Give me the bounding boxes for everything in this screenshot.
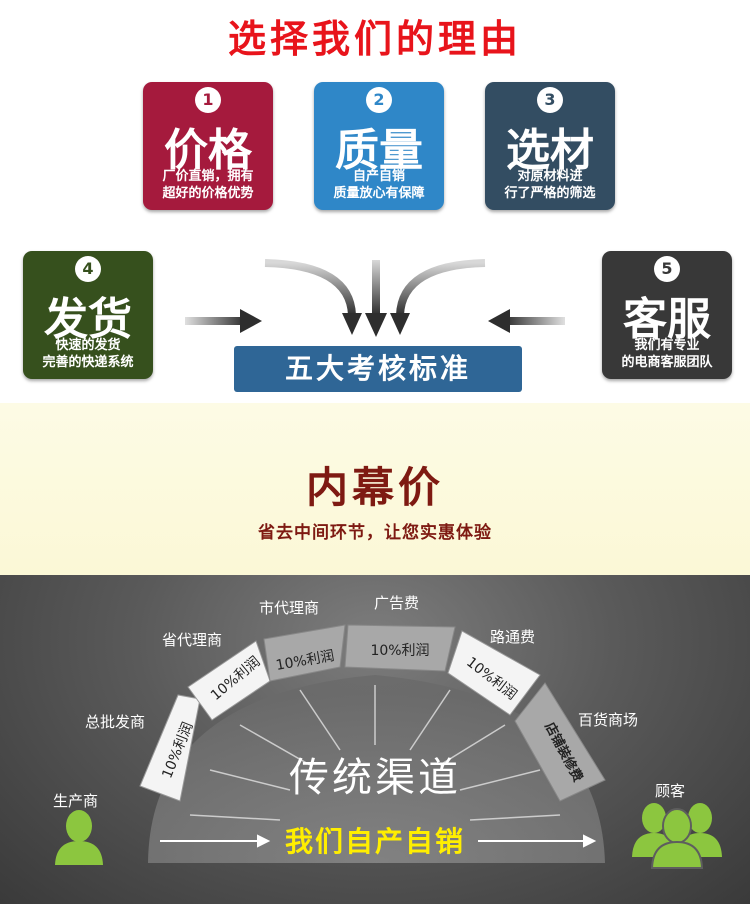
provincial-agent-label: 省代理商 [162, 631, 223, 649]
card-text: 厂价直销，拥有 [162, 169, 254, 184]
insider-price-section [0, 403, 750, 575]
customer-label: 顾客 [655, 782, 686, 800]
reason-card-price: 1 价格 厂价直销，拥有 超好的价格优势 [143, 82, 273, 210]
card-heading: 选材 [506, 125, 594, 176]
segment-label: 10%利润 [370, 643, 430, 659]
insider-price-title: 内幕价 [305, 463, 444, 512]
card-heading: 客服 [623, 294, 711, 345]
reason-card-material: 3 选材 对原材料进 行了严格的筛选 [485, 82, 615, 210]
card-text: 快速的发货 [55, 338, 121, 353]
card-text: 超好的价格优势 [162, 186, 254, 201]
wholesaler-label: 总批发商 [85, 713, 146, 731]
page-title: 选择我们的理由 [227, 17, 522, 61]
arch-segment [514, 682, 606, 802]
arch-segment [447, 630, 541, 716]
card-heading: 价格 [164, 125, 252, 176]
insider-price-subtitle: 省去中间环节，让您实惠体验 [258, 523, 492, 543]
card-heading: 发货 [44, 294, 132, 345]
arch-segment [263, 624, 346, 682]
card-text: 自产自销 [352, 169, 405, 184]
card-text: 完善的快递系统 [42, 355, 134, 370]
card-text: 行了严格的筛选 [504, 186, 596, 201]
number-badge: 5 [654, 256, 680, 282]
ad-cost-label: 广告费 [374, 594, 420, 612]
customers-group-icon [632, 803, 722, 869]
card-text: 我们有专业 [634, 338, 700, 353]
card-text: 质量放心有保障 [333, 186, 425, 201]
number-badge: 2 [366, 87, 392, 113]
reason-card-quality: 2 质量 自产自销 质量放心有保障 [314, 82, 444, 210]
channel-arch-graphic [55, 624, 722, 869]
reason-card-shipping: 4 发货 快速的发货 完善的快递系统 [23, 251, 153, 379]
card-text: 的电商客服团队 [621, 355, 713, 370]
department-store-label: 百货商场 [578, 711, 639, 729]
number-badge: 3 [537, 87, 563, 113]
five-standards-banner: 五大考核标准 [234, 346, 522, 392]
traditional-channel-text: 传统渠道 [289, 755, 461, 801]
producer-label: 生产商 [53, 792, 99, 810]
self-produce-text: 我们自产自销 [284, 825, 465, 858]
reason-card-service: 5 客服 我们有专业 的电商客服团队 [602, 251, 732, 379]
city-agent-label: 市代理商 [259, 599, 320, 617]
number-badge: 4 [75, 256, 101, 282]
card-heading: 质量 [335, 125, 423, 176]
number-badge: 1 [195, 87, 221, 113]
converging-arrows-icon [185, 259, 565, 337]
card-text: 对原材料进 [517, 169, 583, 184]
arch-segment [344, 624, 456, 672]
road-cost-label: 路通费 [490, 628, 536, 646]
producer-person-icon [55, 810, 103, 865]
